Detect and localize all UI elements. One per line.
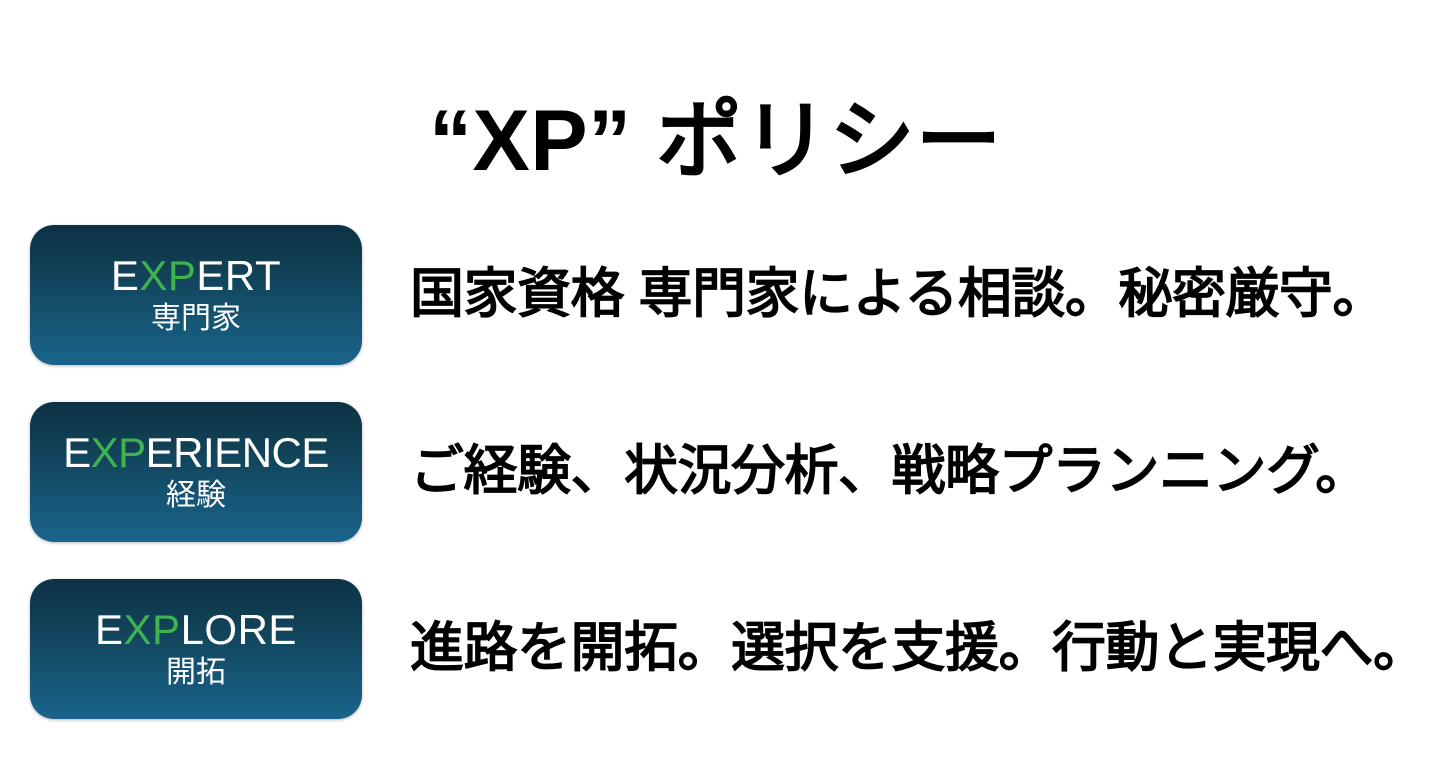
badge-word-suffix: ERT bbox=[196, 251, 282, 299]
badge-word: EXPERT bbox=[110, 251, 282, 299]
policy-description: 国家資格 専門家による相談。秘密厳守。 bbox=[410, 264, 1386, 325]
badge-expert[interactable]: EXPERT 専門家 bbox=[30, 224, 362, 365]
badge-word-prefix: E bbox=[95, 605, 124, 653]
badge-word-highlight: XP bbox=[90, 428, 147, 476]
badge-word-highlight: XP bbox=[139, 251, 197, 299]
badge-word: EXPERIENCE bbox=[63, 428, 330, 476]
badge-word: EXPLORE bbox=[95, 605, 297, 653]
badge-subtitle: 経験 bbox=[166, 479, 226, 513]
badge-word-prefix: E bbox=[63, 428, 91, 476]
policy-row: EXPERIENCE 経験 ご経験、状況分析、戦略プランニング。 bbox=[0, 383, 1431, 560]
badge-word-highlight: XP bbox=[123, 605, 181, 653]
page-title: “XP” ポリシー bbox=[428, 92, 1003, 189]
badge-word-suffix: LORE bbox=[180, 605, 297, 653]
badge-subtitle: 専門家 bbox=[151, 302, 241, 336]
badge-word-suffix: ERIENCE bbox=[145, 428, 330, 476]
badge-word-prefix: E bbox=[110, 251, 140, 299]
policy-row: EXPLORE 開拓 進路を開拓。選択を支援。行動と実現へ。 bbox=[0, 560, 1431, 737]
policy-row: EXPERT 専門家 国家資格 専門家による相談。秘密厳守。 bbox=[0, 206, 1431, 383]
policy-row-list: EXPERT 専門家 国家資格 専門家による相談。秘密厳守。 EXPERIENC… bbox=[0, 206, 1431, 737]
badge-experience[interactable]: EXPERIENCE 経験 bbox=[30, 401, 362, 542]
badge-subtitle: 開拓 bbox=[166, 656, 226, 690]
badge-explore[interactable]: EXPLORE 開拓 bbox=[30, 578, 362, 719]
policy-description: 進路を開拓。選択を支援。行動と実現へ。 bbox=[410, 618, 1427, 679]
policy-description: ご経験、状況分析、戦略プランニング。 bbox=[410, 441, 1369, 502]
